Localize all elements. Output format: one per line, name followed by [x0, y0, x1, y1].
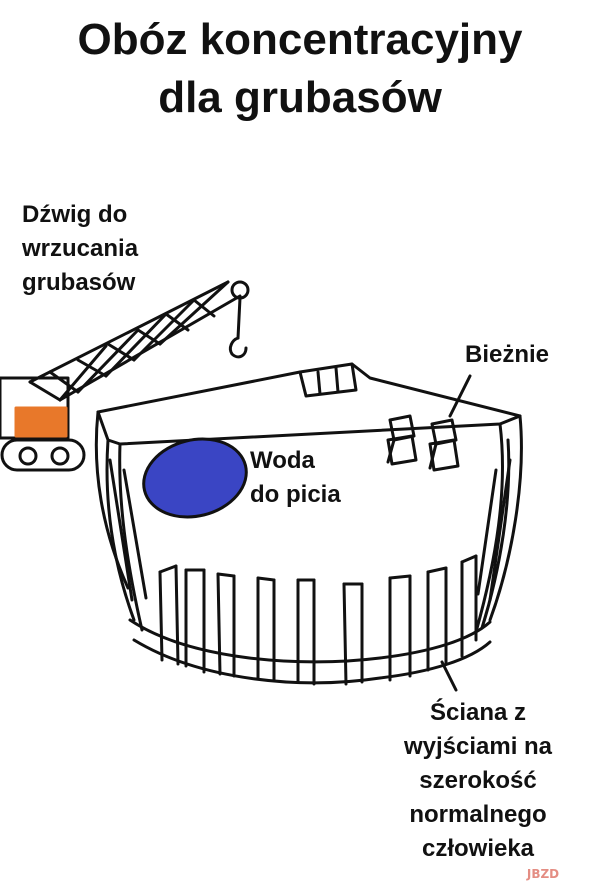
title-line-1: Obóz koncentracyjny	[77, 15, 523, 64]
camp-wall-icon	[94, 362, 523, 686]
crane-label-line-2: wrzucania	[22, 235, 139, 262]
watermark-logo: JBZD	[526, 867, 560, 881]
wall-label-line-5: człowieka	[421, 835, 535, 862]
crane-icon	[0, 280, 250, 472]
treadmill-label: Bieżnie	[465, 341, 550, 368]
wall-label-line-4: normalnego	[409, 801, 547, 828]
water-pond-icon	[142, 437, 248, 519]
wall-pointer-line	[440, 660, 458, 692]
wall-label-line-3: szerokość	[419, 767, 537, 794]
crane-label-line-1: Dźwig do	[22, 201, 128, 228]
water-label-line-1: Woda	[250, 447, 315, 474]
wall-label-line-2: wyjściami na	[403, 733, 553, 760]
treadmill-icon	[386, 414, 460, 472]
treadmill-pointer-line	[448, 374, 472, 418]
wall-label-line-1: Ściana z	[429, 699, 527, 726]
crane-label-line-3: grubasów	[22, 269, 136, 296]
water-label-line-2: do picia	[250, 481, 341, 508]
title-line-2: dla grubasów	[158, 73, 442, 122]
